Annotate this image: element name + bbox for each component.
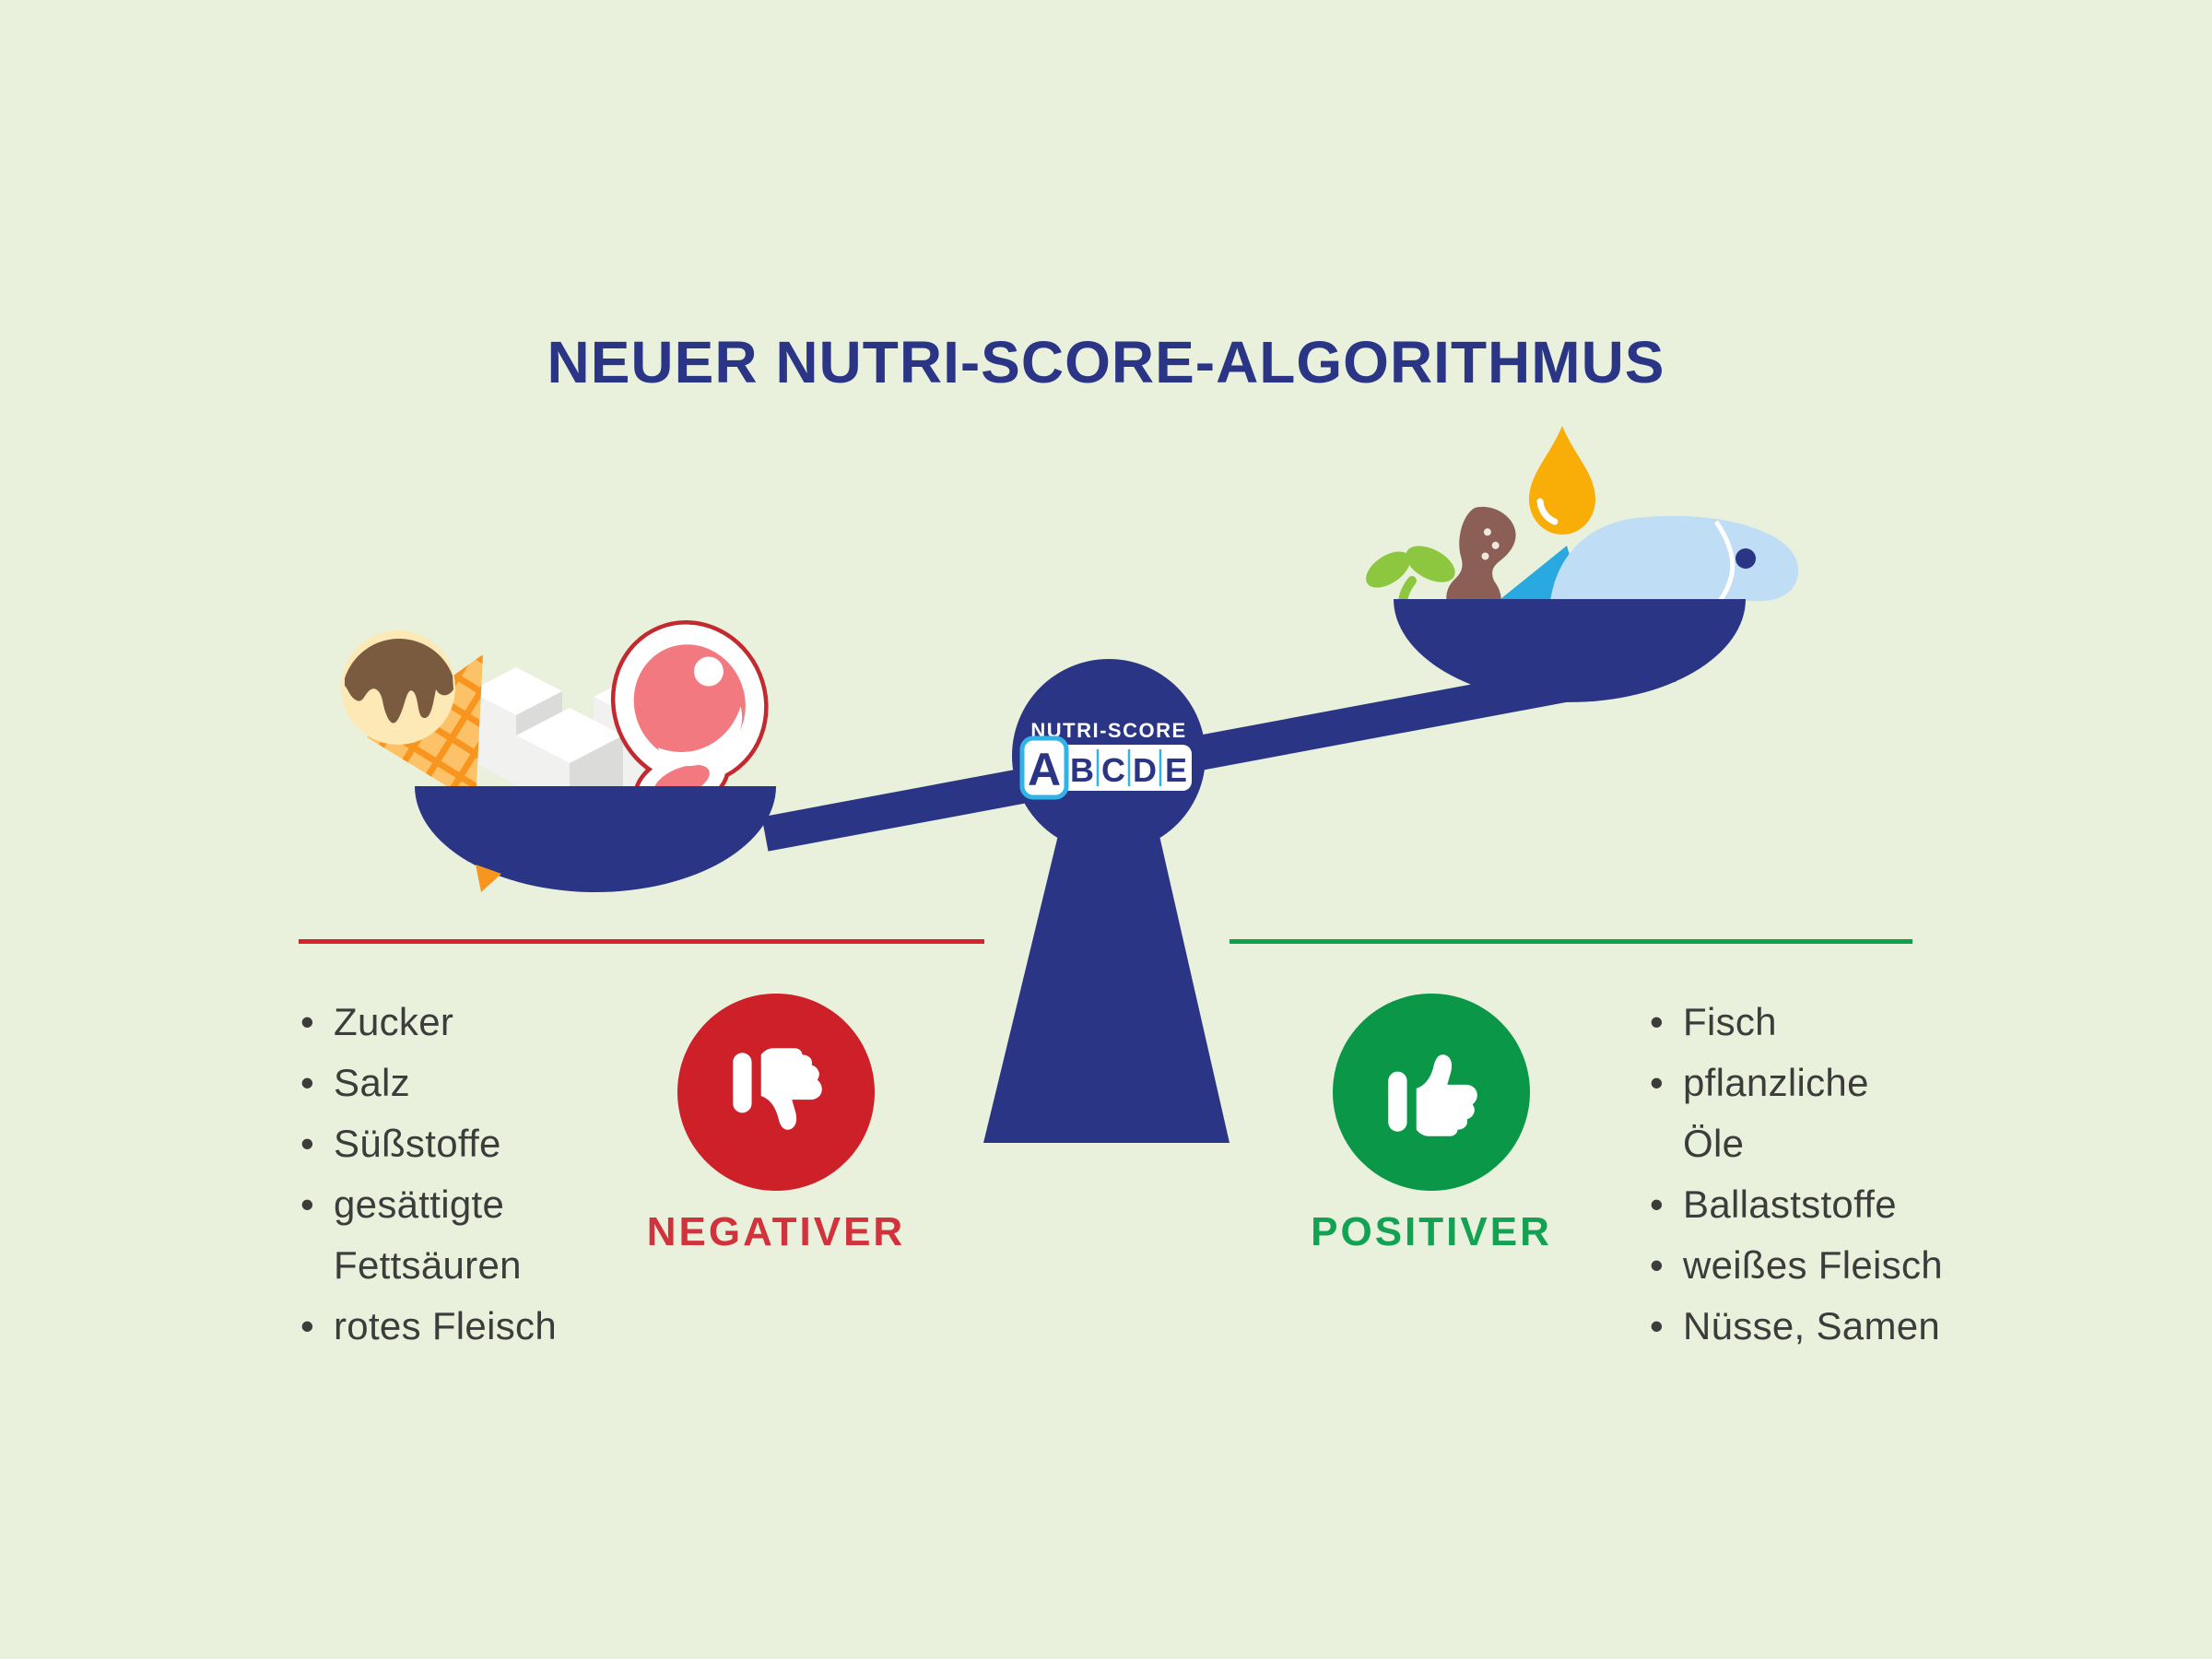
thumbs-up-icon (1388, 1054, 1477, 1136)
list-item: gesättigte Fettsäuren (300, 1174, 595, 1296)
nutri-score-letter-a: A (1028, 744, 1061, 795)
nutri-score-letter-c: C (1101, 751, 1125, 789)
list-item: weißes Fleisch (1650, 1235, 1954, 1296)
positive-list: Fisch pflanzliche Öle Ballaststoffe weiß… (1650, 992, 1954, 1357)
negative-list: Zucker Salz Süßstoffe gesättigte Fettsäu… (300, 992, 595, 1357)
right-pan (1394, 599, 1746, 702)
positive-divider (1230, 939, 1912, 944)
list-item: Süßstoffe (300, 1113, 595, 1174)
ice-cream-icon (341, 630, 483, 804)
list-item: rotes Fleisch (300, 1296, 595, 1357)
selected-letter-box (1019, 735, 1069, 800)
list-item: pflanzliche Öle (1650, 1053, 1954, 1174)
list-item: Salz (300, 1053, 595, 1113)
page-title: NEUER NUTRI-SCORE-ALGORITHMUS (547, 329, 1665, 395)
sprout-icon (1366, 546, 1455, 617)
list-item: Fisch (1650, 992, 1954, 1053)
list-item: Ballaststoffe (1650, 1174, 1954, 1235)
thumbs-down-badge (677, 994, 875, 1191)
fish-icon (1500, 515, 1799, 603)
positive-label: POSITIVER (1311, 1209, 1552, 1254)
thumbs-down-icon (733, 1048, 822, 1130)
list-item: Nüsse, Samen (1650, 1296, 1954, 1357)
left-pan (415, 786, 776, 892)
cone-tip-icon (476, 865, 501, 892)
nutri-score-letter-e: E (1165, 751, 1187, 789)
list-item: Zucker (300, 992, 595, 1053)
nutri-score-letter-b: B (1070, 751, 1094, 789)
nutri-score-logo: NUTRI-SCORE A B C D E (1012, 659, 1206, 853)
thumbs-up-badge (1333, 994, 1530, 1191)
negative-divider (299, 939, 984, 944)
scale-pedestal (983, 828, 1230, 1143)
negative-label: NEGATIVER (646, 1209, 906, 1254)
oil-drop-icon (1529, 426, 1595, 535)
nutri-score-letter-d: D (1133, 751, 1157, 789)
